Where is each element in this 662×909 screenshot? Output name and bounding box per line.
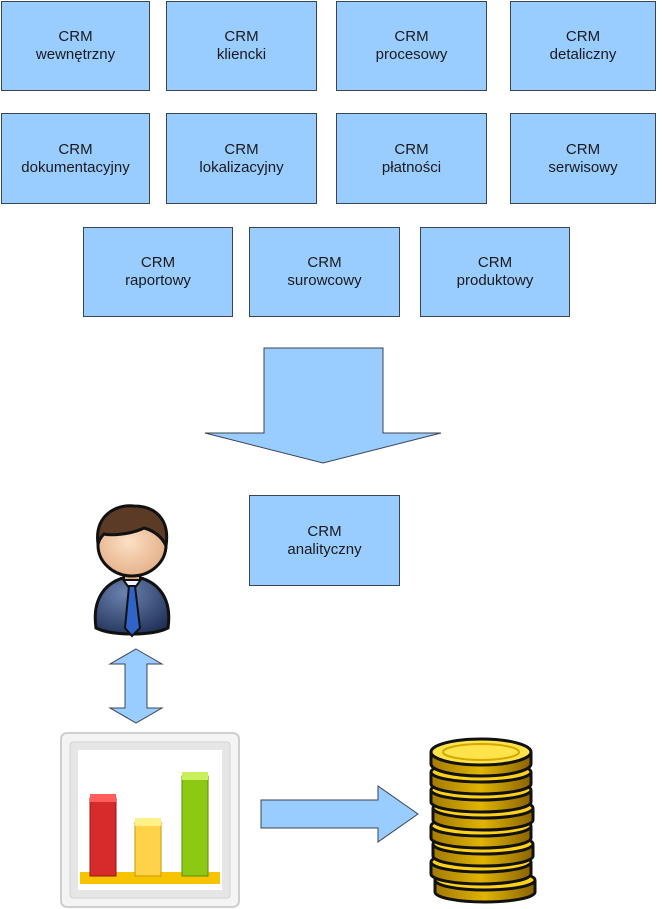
crm-box-subtitle: płatności bbox=[381, 158, 442, 176]
double-arrow-icon bbox=[108, 648, 164, 724]
crm-box-title: CRM bbox=[307, 522, 342, 540]
crm-box-surowcowy: CRM surowcowy bbox=[249, 227, 400, 317]
crm-box-wewnetrzny: CRM wewnętrzny bbox=[1, 1, 150, 91]
crm-box-title: CRM bbox=[58, 140, 93, 158]
crm-box-title: CRM bbox=[58, 28, 93, 45]
crm-box-subtitle: detaliczny bbox=[549, 46, 617, 63]
businessman-icon bbox=[93, 504, 171, 638]
crm-box-title: CRM bbox=[224, 140, 259, 158]
crm-box-subtitle: wewnętrzny bbox=[35, 46, 116, 63]
right-arrow-icon bbox=[260, 785, 419, 843]
crm-box-produktowy: CRM produktowy bbox=[420, 227, 570, 317]
crm-box-platnosci: CRM płatności bbox=[336, 113, 487, 204]
crm-box-dokumentacyjny: CRM dokumentacyjny bbox=[1, 113, 150, 204]
crm-box-title: CRM bbox=[140, 254, 176, 271]
crm-box-subtitle: raportowy bbox=[125, 272, 191, 289]
crm-box-subtitle: surowcowy bbox=[287, 272, 362, 289]
bar-chart-icon bbox=[60, 732, 240, 908]
crm-box-subtitle: serwisowy bbox=[548, 158, 618, 176]
crm-box-title: CRM bbox=[565, 28, 601, 45]
crm-box-kliencki: CRM kliencki bbox=[166, 1, 317, 91]
crm-box-subtitle: kliencki bbox=[216, 46, 267, 63]
crm-box-serwisowy: CRM serwisowy bbox=[510, 113, 656, 204]
crm-box-subtitle: procesowy bbox=[375, 46, 448, 63]
crm-box-raportowy: CRM raportowy bbox=[83, 227, 233, 317]
crm-box-lokalizacyjny: CRM lokalizacyjny bbox=[166, 113, 317, 204]
crm-box-subtitle: lokalizacyjny bbox=[199, 158, 284, 176]
crm-box-title: CRM bbox=[477, 254, 513, 271]
crm-box-detaliczny: CRM detaliczny bbox=[510, 1, 656, 91]
crm-box-title: CRM bbox=[307, 254, 342, 271]
crm-box-procesowy: CRM procesowy bbox=[336, 1, 487, 91]
crm-box-analityczny: CRM analityczny bbox=[249, 495, 400, 586]
gold-coins-icon bbox=[429, 737, 537, 904]
crm-box-title: CRM bbox=[394, 140, 429, 158]
crm-box-title: CRM bbox=[394, 28, 429, 45]
crm-box-title: CRM bbox=[224, 28, 259, 45]
crm-box-subtitle: dokumentacyjny bbox=[21, 158, 130, 176]
crm-box-subtitle: produktowy bbox=[456, 272, 534, 289]
crm-box-title: CRM bbox=[565, 140, 601, 158]
crm-box-subtitle: analityczny bbox=[287, 540, 362, 558]
